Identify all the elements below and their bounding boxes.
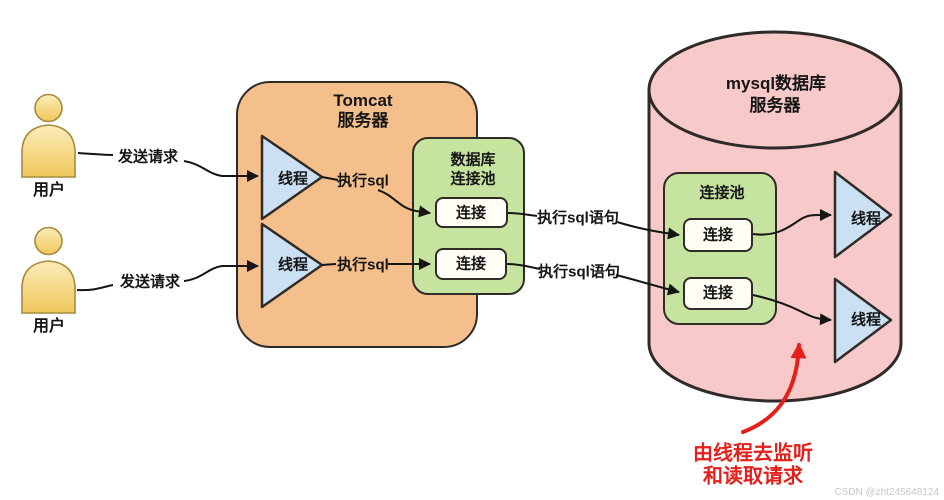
annotation-line2: 和读取请求	[703, 465, 803, 488]
tomcat-thread-1-triangle	[260, 134, 324, 221]
arrow-sqlstmt2-to-poolconn2	[615, 274, 680, 296]
mysql-pool-connection-1-box	[683, 218, 753, 252]
mysql-title: mysql数据库	[725, 74, 827, 94]
tomcat-pool-connection-2-label: 连接	[455, 255, 487, 273]
line-conn2-to-sqlstmt2	[506, 263, 541, 270]
annotation-line1: 由线程去监听	[693, 442, 813, 465]
tomcat-pool-connection-2-box	[435, 248, 507, 280]
tomcat-thread-2-triangle	[260, 222, 324, 309]
watermark-text: CSDN @zht245648124	[834, 486, 939, 498]
arrow-poolconn1-to-thread3	[752, 208, 832, 236]
mysql-pool-connection-2-label: 连接	[702, 284, 734, 302]
arrow-user1-line	[77, 152, 114, 156]
user-2-label: 用户	[32, 317, 66, 335]
tomcat-thread-2-label: 线程	[277, 256, 309, 274]
mysql-thread-1-triangle	[833, 170, 893, 259]
db-pool-title-line1: 数据库	[450, 151, 496, 169]
mysql-pool-connection-2-box	[683, 277, 753, 310]
mysql-cylinder-top	[647, 30, 903, 150]
mysql-pool-connection-1-label: 连接	[702, 226, 734, 244]
mysql-thread-1-label: 线程	[850, 210, 882, 228]
exec-sql-statement-label-2: 执行sql语句	[538, 263, 620, 281]
arrow-user2-line	[76, 284, 114, 292]
arrow-execsql1-to-conn1	[377, 189, 431, 218]
arrow-user1-to-thread1	[183, 160, 259, 182]
send-request-label-2: 发送请求	[119, 273, 181, 291]
tomcat-subtitle: 服务器	[337, 111, 389, 131]
arrow-sqlstmt1-to-poolconn1	[616, 221, 680, 240]
mysql-subtitle: 服务器	[749, 96, 801, 116]
user-1-head	[34, 93, 63, 123]
red-annotation-arrow	[741, 342, 807, 434]
mysql-thread-2-triangle	[833, 277, 893, 364]
db-pool-title-line2: 连接池	[450, 170, 496, 188]
user-1-icon	[21, 93, 76, 178]
exec-sql-label-2: 执行sql	[337, 256, 389, 274]
user-1-label: 用户	[32, 181, 66, 199]
line-conn1-to-sqlstmt1	[507, 212, 538, 217]
arrow-user2-to-thread2	[183, 260, 259, 282]
tomcat-thread-1-label: 线程	[277, 170, 309, 188]
send-request-label-1: 发送请求	[117, 148, 179, 166]
tomcat-title: Tomcat	[333, 91, 393, 111]
arrow-poolconn2-to-thread4	[752, 294, 832, 326]
mysql-thread-2-label: 线程	[850, 311, 882, 329]
user-2-head	[34, 226, 63, 256]
user-2-icon	[21, 226, 76, 314]
user-2-body	[21, 260, 76, 314]
tomcat-pool-connection-1-box	[435, 197, 508, 228]
user-1-body	[21, 124, 76, 178]
line-thread2-to-execsql2	[321, 263, 337, 266]
tomcat-pool-connection-1-label: 连接	[455, 204, 487, 222]
exec-sql-label-1: 执行sql	[337, 172, 389, 190]
line-thread1-to-execsql1	[321, 176, 339, 181]
exec-sql-statement-label-1: 执行sql语句	[537, 209, 619, 227]
mysql-pool-title: 连接池	[699, 184, 745, 202]
